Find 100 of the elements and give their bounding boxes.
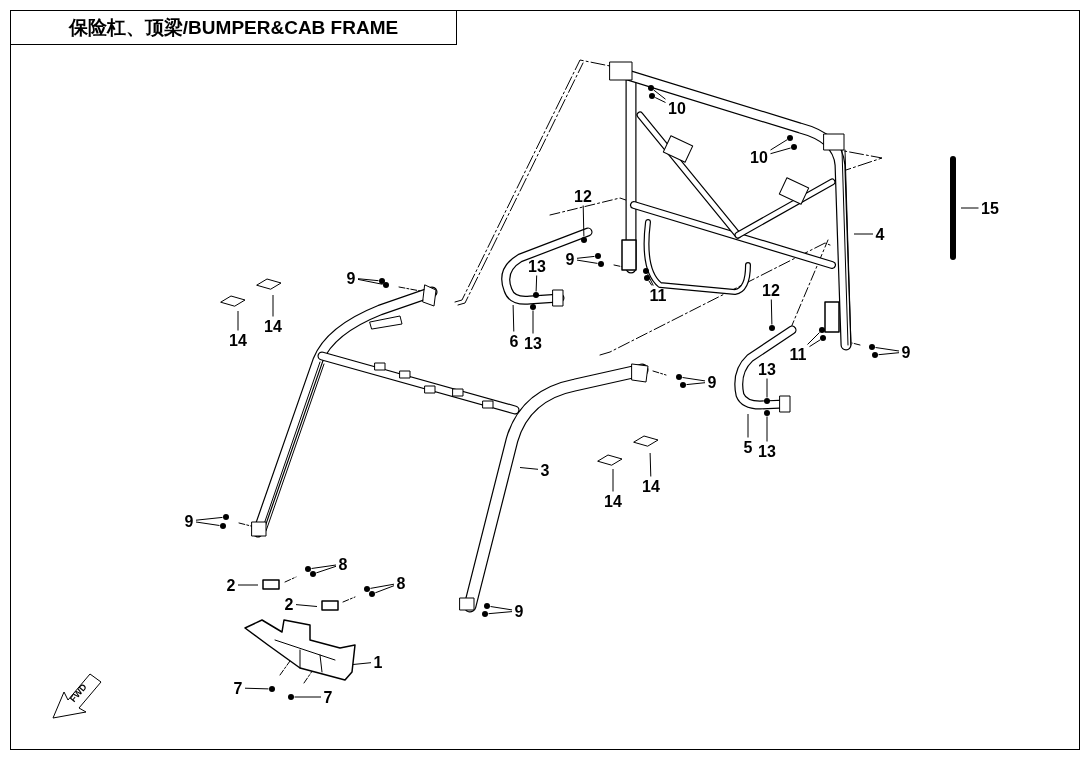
callout-number: 9 xyxy=(513,602,525,620)
leader-line xyxy=(535,275,538,292)
leader-line xyxy=(654,97,666,103)
bolt xyxy=(269,686,275,692)
bolt xyxy=(680,382,686,388)
callout-number: 9 xyxy=(183,512,195,530)
bolt xyxy=(643,268,649,274)
leader-line xyxy=(532,310,534,334)
callout-number: 9 xyxy=(345,269,357,287)
leader-line xyxy=(357,278,379,282)
leader-line xyxy=(488,611,513,615)
leader-line xyxy=(766,378,768,398)
bolt xyxy=(369,591,375,597)
callout-number: 13 xyxy=(757,360,777,378)
callout-number: 9 xyxy=(706,373,718,391)
leader-line xyxy=(653,89,666,100)
leader-line xyxy=(747,413,749,438)
callout-number: 1 xyxy=(372,653,384,671)
leader-line xyxy=(807,332,820,345)
callout-number: 8 xyxy=(337,555,349,573)
callout-number: 7 xyxy=(232,679,244,697)
bolt xyxy=(764,410,770,416)
callout-number: 9 xyxy=(564,250,576,268)
leader-line xyxy=(686,382,706,386)
bolt xyxy=(595,253,601,259)
callout-number: 2 xyxy=(283,595,295,613)
callout-number: 8 xyxy=(395,574,407,592)
bolt xyxy=(872,352,878,358)
bolt xyxy=(598,261,604,267)
leader-line xyxy=(369,583,395,589)
bolt xyxy=(649,93,655,99)
leader-line xyxy=(519,467,539,470)
bolt xyxy=(581,237,587,243)
leader-line xyxy=(809,339,821,348)
leader-line xyxy=(352,662,372,665)
leader-line xyxy=(311,564,337,569)
title-box: 保险杠、顶梁/BUMPER&CAB FRAME xyxy=(10,10,457,45)
leader-line xyxy=(770,139,788,151)
callout-number: 13 xyxy=(757,442,777,460)
callout-number: 10 xyxy=(667,99,687,117)
leader-line xyxy=(490,606,513,611)
leader-line xyxy=(295,604,318,607)
leader-line xyxy=(294,696,322,698)
callout-number: 13 xyxy=(527,257,547,275)
bolt xyxy=(305,566,311,572)
callout-number: 15 xyxy=(980,199,1000,217)
callout-number: 3 xyxy=(539,461,551,479)
bolt xyxy=(533,292,539,298)
bolt xyxy=(769,325,775,331)
callout-number: 6 xyxy=(508,332,520,350)
bolt xyxy=(288,694,294,700)
leader-line xyxy=(649,452,652,477)
bolt xyxy=(787,135,793,141)
bolt xyxy=(310,571,316,577)
leader-line xyxy=(682,377,706,382)
leader-line xyxy=(357,278,384,285)
bolt xyxy=(223,514,229,520)
bolt xyxy=(676,374,682,380)
bolt xyxy=(820,335,826,341)
leader-line xyxy=(374,585,395,594)
bolt xyxy=(648,85,654,91)
leader-line xyxy=(875,347,900,352)
leader-line xyxy=(512,304,515,332)
leader-line xyxy=(766,416,768,442)
leader-line xyxy=(237,584,259,586)
bolt xyxy=(819,327,825,333)
bolt xyxy=(383,282,389,288)
callout-number: 11 xyxy=(648,286,668,304)
leader-line xyxy=(315,565,337,574)
callout-number: 10 xyxy=(749,148,769,166)
callout-number: 14 xyxy=(603,492,623,510)
bolt xyxy=(530,304,536,310)
callout-number: 2 xyxy=(225,576,237,594)
leader-line xyxy=(770,299,773,325)
leader-line xyxy=(612,468,614,492)
leader-line xyxy=(647,273,654,286)
callout-number: 9 xyxy=(900,343,912,361)
callout-number: 7 xyxy=(322,688,334,706)
leader-line xyxy=(244,687,269,690)
leader-line xyxy=(237,310,239,331)
bolt xyxy=(644,275,650,281)
leader-line xyxy=(195,521,220,526)
leader-line xyxy=(960,207,979,209)
leader-line xyxy=(576,255,595,259)
callout-number: 14 xyxy=(228,331,248,349)
callout-number: 14 xyxy=(641,477,661,495)
callout-number: 14 xyxy=(263,317,283,335)
bolt xyxy=(764,398,770,404)
bolt xyxy=(869,344,875,350)
leader-line xyxy=(770,147,792,155)
leader-line xyxy=(195,516,223,521)
leader-line xyxy=(878,352,900,356)
callout-number: 4 xyxy=(874,225,886,243)
leader-line xyxy=(648,280,653,286)
bolt xyxy=(220,523,226,529)
bolt xyxy=(484,603,490,609)
bolt xyxy=(379,278,385,284)
callout-number: 12 xyxy=(761,281,781,299)
callout-number: 5 xyxy=(742,438,754,456)
callout-number: 11 xyxy=(788,345,808,363)
